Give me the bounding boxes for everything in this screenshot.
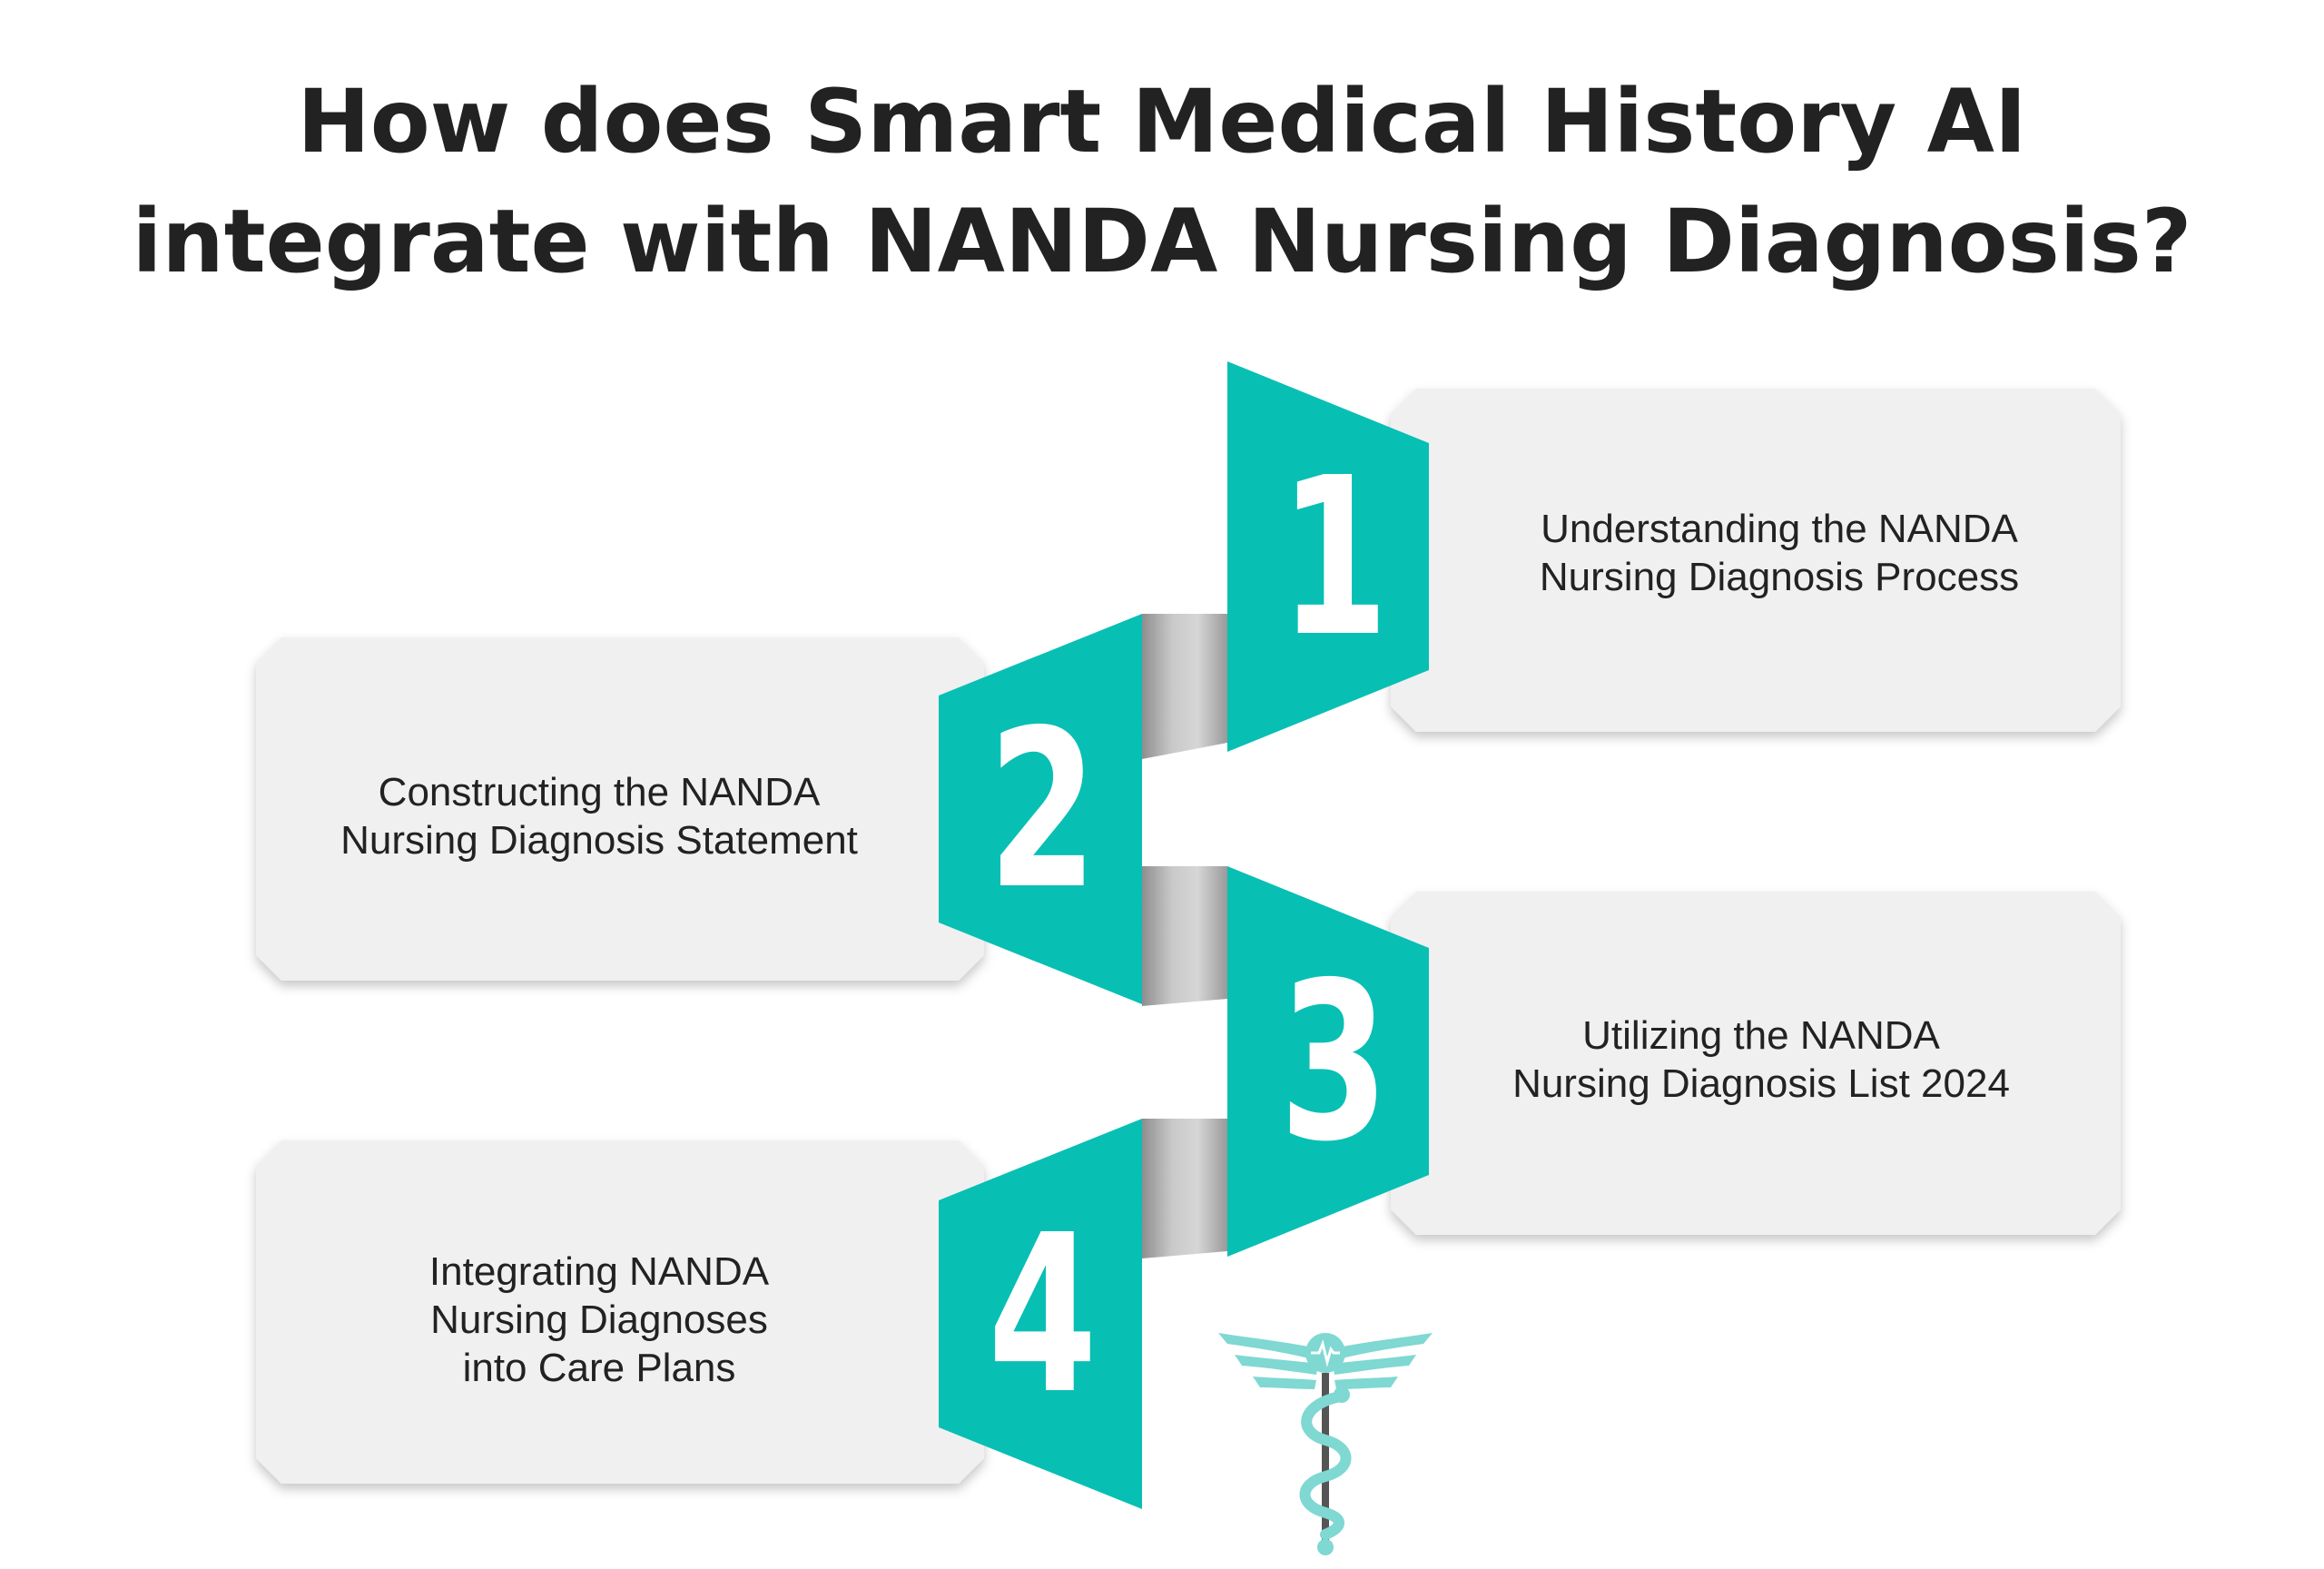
- step-2-card: [256, 637, 984, 981]
- step-3-label-line-1: Utilizing the NANDA: [1582, 1013, 1940, 1058]
- step-4-label-line-2: Nursing Diagnoses: [430, 1298, 768, 1342]
- connector-2-3: [1142, 866, 1227, 1006]
- step-1-badge: [1227, 361, 1429, 752]
- step-4-number: 4: [988, 1188, 1098, 1442]
- step-3-label-line-2: Nursing Diagnosis List 2024: [1512, 1061, 2010, 1106]
- step-4-label: Integrating NANDA Nursing Diagnoses into…: [290, 1248, 908, 1392]
- connector-1-2: [1142, 614, 1227, 759]
- step-4-label-line-3: into Care Plans: [462, 1346, 736, 1390]
- step-3-badge: [1227, 866, 1429, 1257]
- connector-3-4: [1142, 1119, 1227, 1258]
- caduceus-heartbeat-icon: [1218, 1333, 1433, 1555]
- step-4-card: [256, 1140, 984, 1484]
- step-1-label-line-2: Nursing Diagnosis Process: [1539, 555, 2020, 599]
- step-3-number: 3: [1279, 935, 1389, 1189]
- step-1-label-line-1: Understanding the NANDA: [1541, 507, 2018, 551]
- title-line-2: integrate with NANDA Nursing Diagnosis?: [132, 191, 2192, 292]
- step-4-badge: [939, 1119, 1142, 1509]
- step-1-card: [1391, 389, 2121, 732]
- step-2-number: 2: [988, 683, 1098, 937]
- page-title: How does Smart Medical History AI integr…: [0, 62, 2324, 301]
- step-2-badge: [939, 614, 1142, 1004]
- step-2-label: Constructing the NANDA Nursing Diagnosis…: [272, 768, 926, 864]
- step-4-label-line-1: Integrating NANDA: [428, 1249, 770, 1294]
- step-2-label-line-1: Constructing the NANDA: [378, 770, 821, 814]
- step-1-number: 1: [1279, 430, 1389, 685]
- step-3-card: [1391, 892, 2121, 1235]
- step-1-label: Understanding the NANDA Nursing Diagnosi…: [1471, 505, 2088, 601]
- step-3-label: Utilizing the NANDA Nursing Diagnosis Li…: [1452, 1011, 2070, 1108]
- step-2-label-line-2: Nursing Diagnosis Statement: [340, 818, 858, 863]
- title-line-1: How does Smart Medical History AI: [297, 71, 2027, 173]
